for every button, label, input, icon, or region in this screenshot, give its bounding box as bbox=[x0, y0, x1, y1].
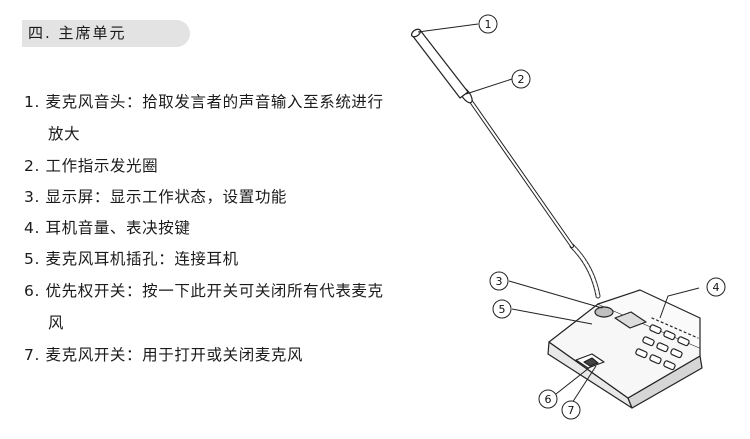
item-2: 2. 工作指示发光圈 bbox=[24, 157, 159, 175]
item-6-line-1: 6. 优先权开关：按一下此开关可关闭所有代表麦克 bbox=[24, 282, 384, 300]
callout-2-label: 2 bbox=[518, 73, 525, 86]
callout-3-label: 3 bbox=[496, 275, 503, 288]
callout-3: 3 bbox=[489, 271, 509, 291]
keypad-buttons bbox=[635, 324, 690, 371]
mic-collar bbox=[594, 306, 614, 318]
callout-7-label: 7 bbox=[568, 404, 575, 417]
callout-1-label: 1 bbox=[485, 18, 492, 31]
callout-5: 5 bbox=[492, 299, 512, 319]
display-screen bbox=[614, 311, 647, 329]
callout-5-label: 5 bbox=[499, 303, 506, 316]
base-top bbox=[548, 303, 701, 399]
callout-6-label: 6 bbox=[545, 393, 552, 406]
callout-1: 1 bbox=[478, 14, 498, 34]
keypad-dots bbox=[651, 317, 699, 339]
callout-7: 7 bbox=[561, 400, 581, 420]
item-5: 5. 麦克风耳机插孔：连接耳机 bbox=[24, 250, 239, 268]
callout-2: 2 bbox=[511, 69, 531, 89]
mic-head bbox=[411, 29, 469, 99]
callout-6: 6 bbox=[538, 389, 558, 409]
section-title: 四. 主席单元 bbox=[22, 20, 190, 47]
rear-panel bbox=[597, 289, 701, 349]
item-4: 4. 耳机音量、表决按键 bbox=[24, 219, 191, 237]
callout-4: 4 bbox=[706, 277, 726, 297]
callout-leaders bbox=[417, 23, 700, 404]
item-1-line-1: 1. 麦克风音头：拾取发言者的声音输入至系统进行 bbox=[24, 93, 384, 111]
item-1-line-2: 放大 bbox=[48, 125, 81, 143]
gooseneck-flex bbox=[569, 243, 601, 299]
item-6-line-2: 风 bbox=[48, 314, 65, 332]
item-3: 3. 显示屏：显示工作状态，设置功能 bbox=[24, 188, 288, 206]
item-7: 7. 麦克风开关：用于打开或关闭麦克风 bbox=[24, 346, 304, 364]
callout-4-label: 4 bbox=[713, 281, 720, 294]
